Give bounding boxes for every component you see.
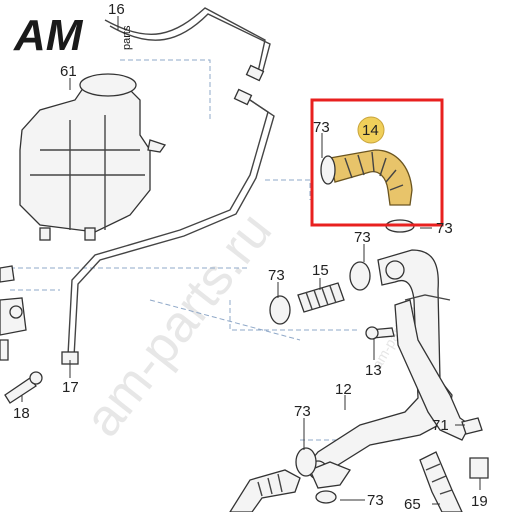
selected-part-highlight-box <box>310 98 444 227</box>
hose-clip-top <box>245 64 265 82</box>
hose-clamp-73-bottom <box>315 490 337 504</box>
label-part-16: 16 <box>108 1 125 18</box>
clip-19 <box>469 457 489 479</box>
bleeder-screw <box>4 371 43 404</box>
hose-clamp-73-bottom-left <box>295 447 317 477</box>
label-part-73e: 73 <box>294 403 311 420</box>
coolant-hose-15 <box>269 261 371 325</box>
bolt-13 <box>365 326 395 340</box>
logo-sub-text: parts <box>121 25 133 50</box>
hose-clamp-73-mid <box>349 261 371 291</box>
label-part-73f: 73 <box>367 492 384 509</box>
callout-marker-14 <box>357 116 385 144</box>
label-part-73d: 73 <box>268 267 285 284</box>
label-part-13: 13 <box>365 362 382 379</box>
label-part-73b: 73 <box>436 220 453 237</box>
hose-clamp-73-top <box>320 155 336 185</box>
label-part-73c: 73 <box>354 229 371 246</box>
logo-main-text: AM <box>13 11 84 60</box>
vent-hose <box>61 7 275 365</box>
hose-clip-mid <box>233 88 253 106</box>
hose-clamp-73-left <box>269 295 291 325</box>
pipe-end-fitting-top <box>385 260 405 280</box>
label-part-61: 61 <box>60 63 77 80</box>
coolant-pipe-12 <box>304 249 471 481</box>
label-part-65: 65 <box>404 496 421 512</box>
label-part-73a: 73 <box>313 119 330 136</box>
tank-mount-peg-right <box>84 227 96 241</box>
label-part-17: 17 <box>62 379 79 396</box>
label-part-18: 18 <box>13 405 30 422</box>
lower-coolant-hoses <box>229 417 489 512</box>
tank-mount-peg-left <box>39 227 51 241</box>
label-part-15: 15 <box>312 262 329 279</box>
am-parts-logo: AM parts <box>13 11 133 60</box>
leader-lines <box>21 16 481 505</box>
clip-71 <box>461 417 483 435</box>
label-part-71: 71 <box>432 417 449 434</box>
label-part-14: 14 <box>362 122 379 139</box>
label-part-19: 19 <box>471 493 488 510</box>
coolant-expansion-tank <box>19 73 167 241</box>
label-part-12: 12 <box>335 381 352 398</box>
coolant-hose-14 <box>320 149 415 233</box>
engine-side-fitting <box>0 265 27 361</box>
watermark-text: am-parts.ru <box>74 202 283 447</box>
